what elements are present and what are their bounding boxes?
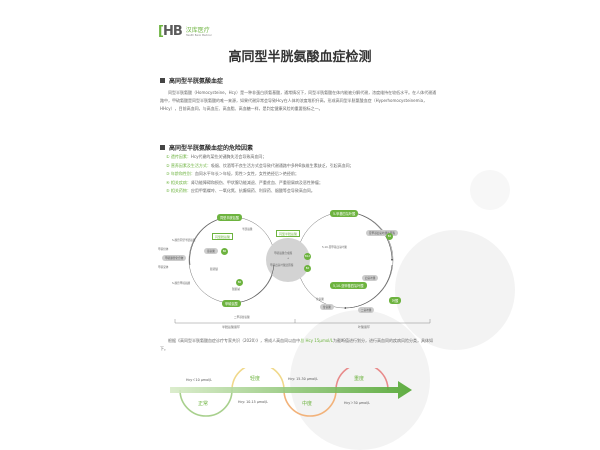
intro-paragraph: 同型半胱氨酸（Homocysteine，Hcy）是一种非蛋白质氨基酸，通常情况下… [160,90,437,111]
label-methyl-acceptor: 甲基受体 [158,266,169,269]
vitamin-badge: B6 [236,279,243,286]
label-serine: 丝氨酸 [316,298,324,301]
node-center-homocysteine: 同型半胱氨酸 [276,230,301,237]
node-5-10-mthf: 5,10-亚甲基四氢叶酸 [330,282,367,289]
node-mthfr: 亚甲基四氢叶酸还原酶 [366,230,398,236]
severity-levels-graphic: Hcy＜10 μmol/L 正常 轻度 Hcy: 10-15 μmol/L Hc… [170,368,430,443]
label-cystathionine: 胱硫醚 [210,268,218,271]
section-heading-hhcy: 高同型半胱氨酸血症 [160,76,223,85]
node-homocystine: 同型胱氨酸 [212,233,234,240]
node-thf: 四氢叶酸 [362,275,379,281]
square-bullet-icon [160,145,165,150]
level-range-moderate: Hcy: 15-30 μmol/L [288,377,318,381]
logo-name-cn: 汉库医疗 [185,26,210,34]
label-enzyme-1: 甲硫氨酸合成酶 [274,252,293,255]
document-page: [HB 汉库医疗 Health Bank Medical 高同型半胱氨酸血症检测… [150,0,450,450]
risk-factor-item: ② 营养因素及生活方式：吸烟、饮酒等不良生活方式会导致代谢通路中多种B族维生素缺… [166,162,354,168]
background-shape [290,310,430,450]
section-heading-text: 高同型半胱氨酸血症 [169,78,224,85]
label-dmg: 二甲基甘氨酸 [234,316,250,319]
node-folate: 叶酸 [389,297,402,304]
logo-name-en: Health Bank Medical [185,33,212,37]
vitamin-badge: B2 [304,265,311,272]
background-shape [395,230,515,350]
node-homocysteine: 同型半胱氨酸 [217,214,243,221]
label-enzyme-2: 甲基四氢叶酸还原酶 [270,264,294,267]
severity-wave-icon [170,368,412,417]
metabolic-pathway-diagram: 同型半胱氨酸 甲硫氨酸 同型胱氨酸 甲硫腺苷化合物 S-腺苷同型半胱氨酸 S-腺… [158,205,435,330]
logo: [HB 汉库医疗 Health Bank Medical [158,24,211,39]
page-title: 高同型半胱氨酸血症检测 [228,50,372,65]
vitamin-badge: B12 [304,253,311,260]
caption-right-cycle: 叶酸循环 [358,325,371,329]
risk-factor-item: ③ 年龄和性别：血同水平年长＞年轻，男性＞女性，女性绝经后＞绝经前； [166,171,299,176]
label-methyl-donor: 甲基供体 [158,248,169,251]
level-range-mild: Hcy: 10-15 μmol/L [238,400,268,404]
level-name-mild: 轻度 [250,376,261,382]
node-5-mthf: 5-甲基四氢叶酸 [330,210,359,217]
node-dhf: 二氢叶酸 [358,307,375,313]
level-range-normal: Hcy＜10 μmol/L [186,378,212,382]
level-name-normal: 正常 [198,401,209,407]
square-bullet-icon [160,78,165,83]
level-name-moderate: 中度 [302,401,313,407]
caption-left-cycle: 半胱氨酸循环 [222,325,241,329]
label-sam: S-腺苷甲硫氨酸 [172,282,191,285]
risk-factor-item: ④ 相关疾病：肾功能障碍和损伤、甲状腺功能减退、严重贫血、严重银屑病及恶性肿瘤； [166,179,323,185]
logo-mark-icon: [HB [158,24,183,39]
vitamin-badge: B2 [386,233,393,240]
node-methyl-compound: 甲硫腺苷化合物 [162,255,187,261]
label-sah: S-腺苷同型半胱氨酸 [172,239,196,242]
label-betaine: 甜菜碱 [232,288,240,291]
risk-factor-item: ⑤ 相关药物：应用甲氨蝶呤、一氧化氮、抗癫痫药、利尿药、烟酸等会导致高血同。 [166,188,315,193]
risk-factor-item: ① 遗传因素：Hcy代谢的某些关键酶失活会导致高血同； [166,154,267,159]
level-range-severe: Hcy＞30 μmol/L [344,401,370,405]
section-heading-risk-factors: 高同型半胱氨酸血症的危险因素 [160,143,253,152]
label-plus: + [287,257,290,260]
node-methionine-small: 蛋氨酸 [204,248,218,254]
risk-factor-list: ① 遗传因素：Hcy代谢的某些关键酶失活会导致高血同； ② 营养因素及生活方式：… [166,153,436,196]
level-name-severe: 重度 [354,376,365,382]
background-shape [470,170,510,210]
label-cysteine: 半胱氨酸 [242,228,253,231]
classification-note: 根据《高同型半胱氨酸血症诊疗专家共识（2020）》，将成人高血同以血中总 Hcy… [160,338,433,351]
section-heading-text: 高同型半胱氨酸血症的危险因素 [169,145,254,152]
vitamin-badge: B6 [221,248,228,255]
label-methylene-thf: 5,10-亚甲基四氢叶酸 [322,246,347,249]
node-glycine: 甘氨酸 [320,304,334,310]
node-methionine: 甲硫氨酸 [222,300,241,307]
